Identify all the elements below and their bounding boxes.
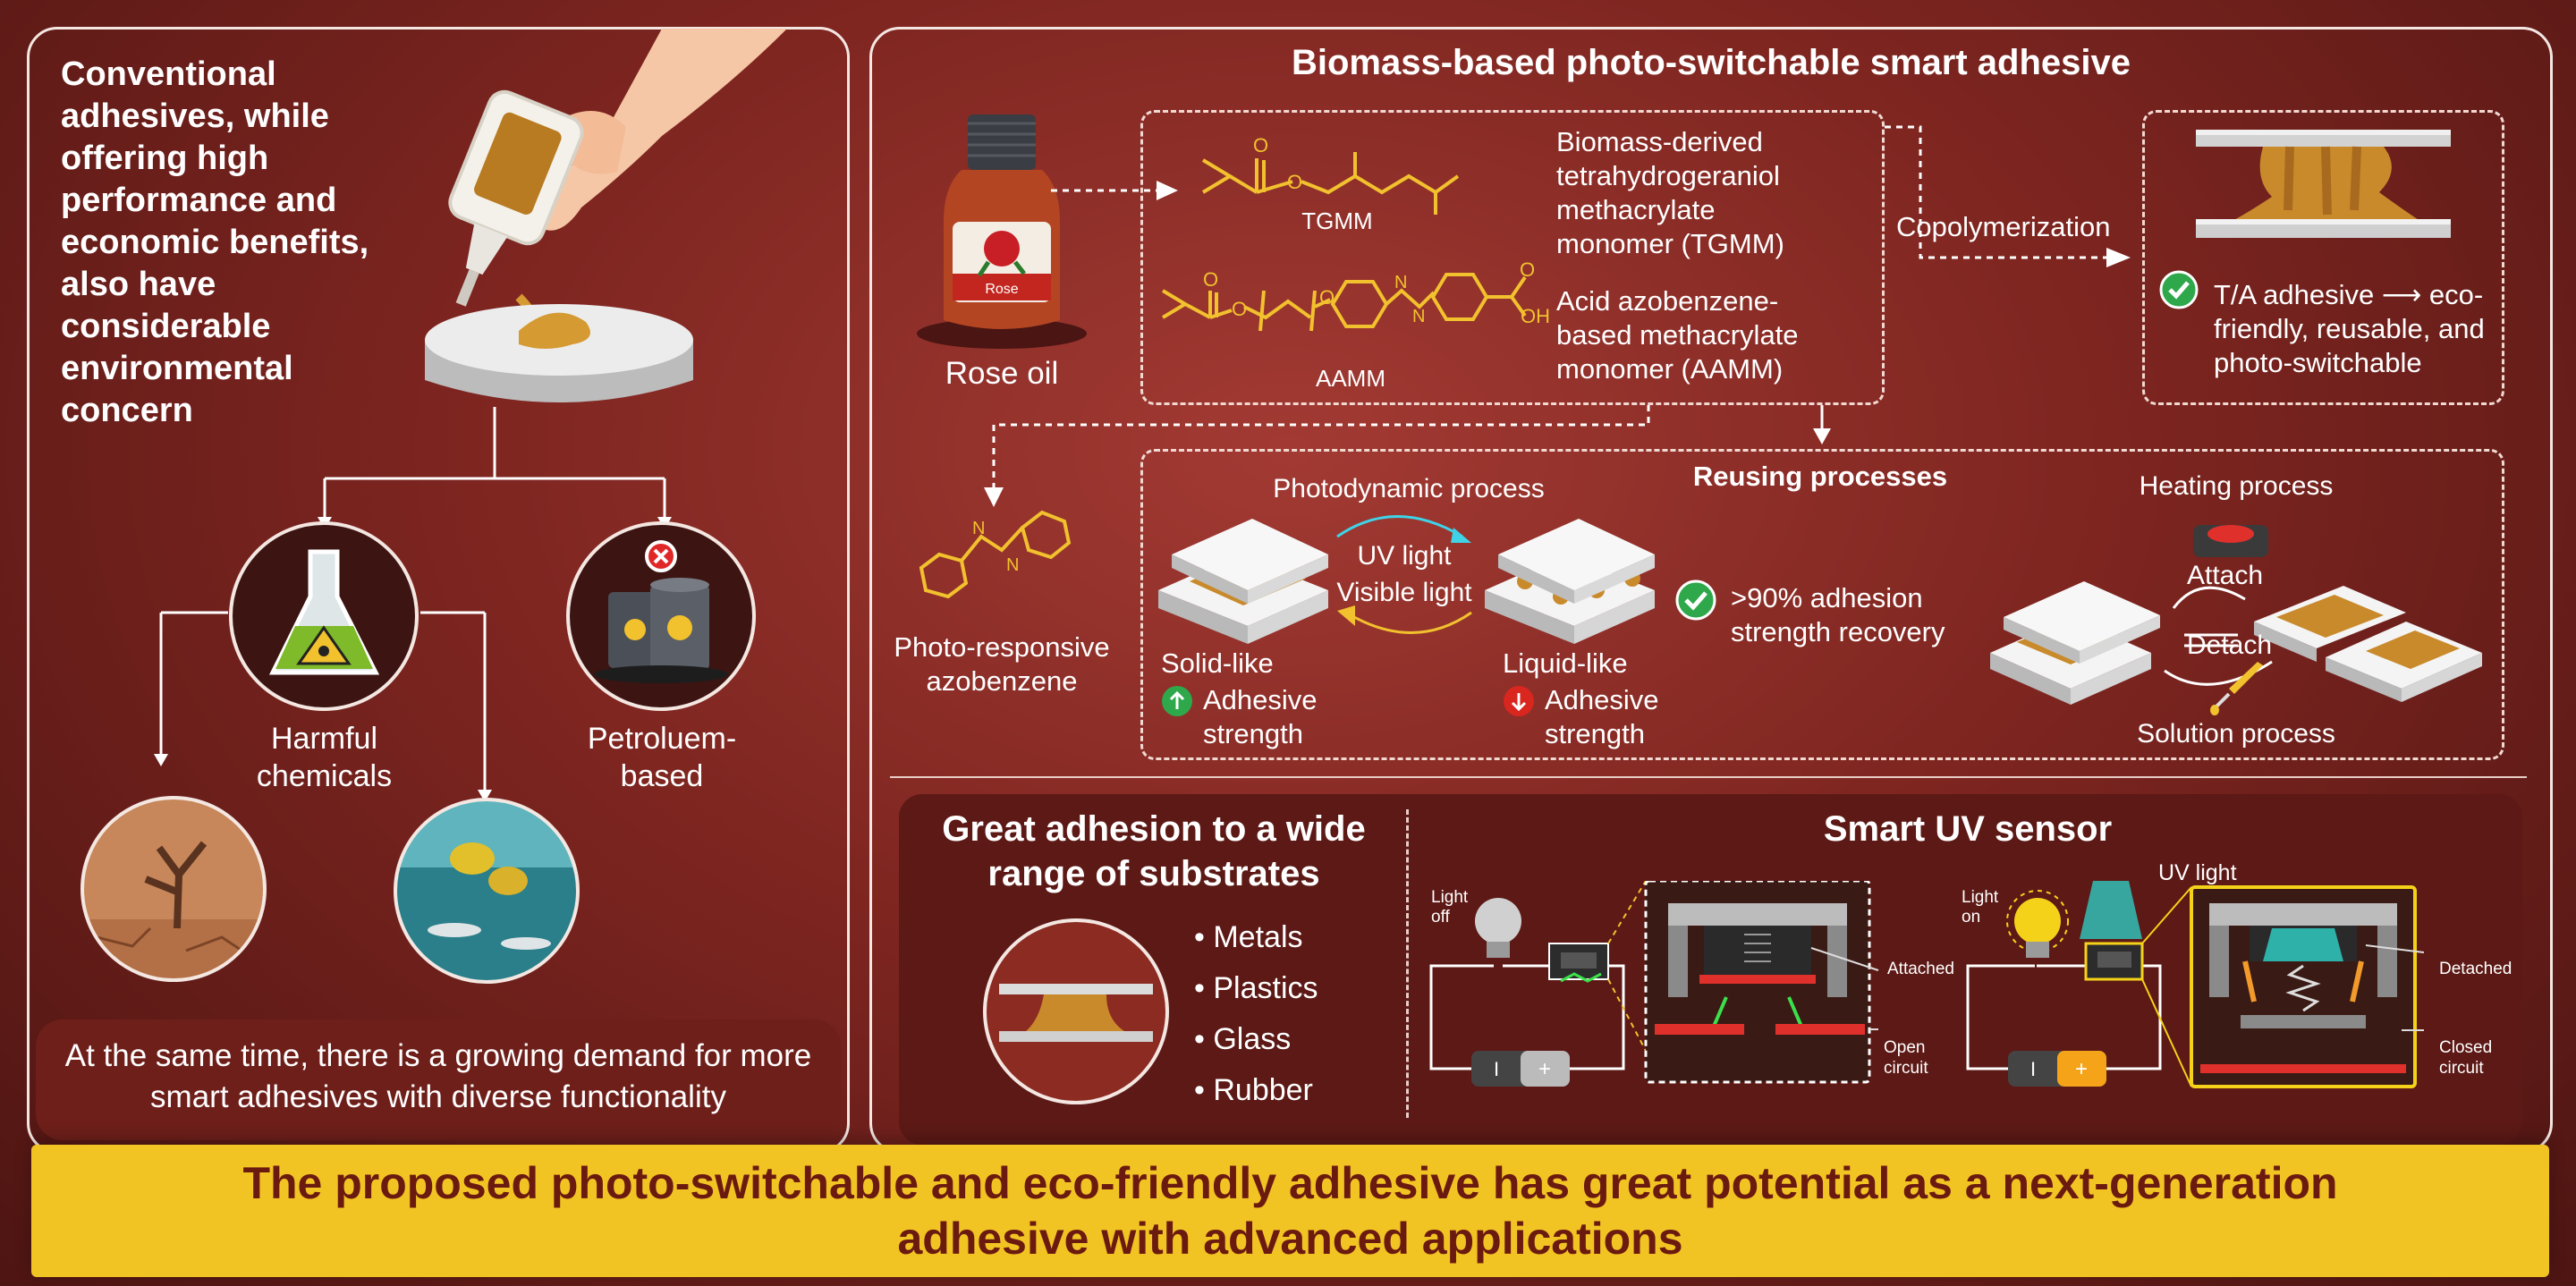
adhesive-plates-illustration [2196,130,2451,238]
reusing-box [1140,449,2504,760]
applications-divider [1406,809,1409,1118]
svg-text:N: N [1412,307,1425,326]
svg-text:N: N [1006,555,1019,575]
liquid-adhesive-strength-label: Adhesive strength [1545,684,1659,749]
conclusion-line-2: adhesive with advanced applications [897,1214,1683,1264]
azobenzene-label: Photo-responsive azobenzene [894,631,1110,697]
harmful-chemicals-flask-icon [229,521,419,711]
tgmm-description: Biomass-derived tetrahydrogeraniol metha… [1556,126,1784,259]
product-box [2142,110,2504,405]
rose-bottle-label: Rose [985,282,1018,297]
petroleum-barrel-icon [566,521,756,711]
polluted-water-icon [394,798,580,984]
photodynamic-label: Photodynamic process [1273,474,1545,503]
demand-text: At the same time, there is a growing dem… [64,1038,812,1114]
solid-adhesive-strength-label: Adhesive strength [1203,684,1318,749]
substrate-list: • Metals • Plastics • Glass • Rubber [1194,912,1318,1116]
conclusion-banner [31,1145,2549,1277]
rose-to-tgmm-arrow [1051,181,1178,200]
recovery-text: >90% adhesion strength recovery [1731,582,1945,647]
ta-check-icon [2159,270,2199,309]
attach-detach-illustration [1990,581,2482,705]
svg-text:I: I [1494,1058,1499,1080]
rose-oil-bottle-icon: Rose [917,114,1087,349]
right-panel-title: Biomass-based photo-switchable smart adh… [1291,43,2131,82]
svg-text:O: O [1287,171,1302,193]
aamm-description: Acid azobenzene-based methacrylate monom… [1556,285,1799,385]
hot-plate-icon [2193,525,2268,557]
liquid-like-plates [1485,519,1655,644]
sensor-circuit-on: I + [1966,881,2425,1088]
reusing-title: Reusing processes [1692,461,1948,492]
recovery-check-icon [1675,580,1716,621]
dead-tree-icon [80,796,267,982]
uv-light-label: UV light [1357,541,1452,571]
svg-text:OH: OH [1521,305,1550,327]
solution-label: Solution process [2137,719,2335,749]
detached-label: Detached [2439,960,2512,978]
sensor-uv-light-label: UV light [2158,860,2237,885]
harmful-chemicals-label: Harmful chemicals [256,722,393,793]
light-off-label: Light off [1431,888,1469,926]
conclusion-line-1: The proposed photo-switchable and eco-fr… [242,1158,2338,1208]
dropper-icon [2210,662,2263,715]
solid-like-plates [1158,519,1328,644]
monomer-to-azobenzene-arrow [984,405,1650,507]
substrate-adhesion-icon [983,918,1169,1104]
rose-oil-label: Rose oil [945,356,1059,391]
adhesion-title: Great adhesion to a wide range of substr… [942,809,1366,893]
petroleum-based-label: Petroluem-based [587,722,737,793]
sensor-title: Smart UV sensor [1823,809,2113,849]
sensor-circuit-off: I + [1429,881,1879,1087]
copolymerization-arrow [1885,125,2131,267]
visible-light-label: Visible light [1336,578,1472,607]
svg-text:+: + [2075,1057,2088,1081]
concern-text: Conventional adhesives, while offering h… [61,55,369,429]
product-to-reuse-arrow [1813,405,1831,444]
liquid-like-label: Liquid-like [1503,647,1628,679]
svg-text:O: O [1232,298,1247,320]
svg-text:N: N [1394,273,1407,292]
svg-text:O: O [1253,134,1268,157]
substrate-item: • Rubber [1194,1073,1313,1107]
substrate-item: • Metals [1194,920,1303,954]
closed-circuit-label: Closed circuit [2439,1038,2493,1078]
substrate-item: • Glass [1194,1022,1292,1056]
substrate-item: • Plastics [1194,971,1318,1005]
svg-text:O: O [1203,268,1218,291]
light-on-label: Light on [1962,888,1999,926]
tgmm-label: TGMM [1301,207,1373,234]
pedestal-illustration [425,304,693,402]
monomer-box [1140,110,1885,405]
aamm-structure: O O O N N O OH [1161,258,1550,332]
attached-label: Attached [1887,960,1954,978]
attach-label: Attach [2187,561,2264,590]
svg-text:O: O [1520,258,1535,281]
demand-box [36,1019,841,1140]
light-cycle-arrows [1336,515,1472,634]
up-arrow-icon [1162,686,1192,716]
heating-label: Heating process [2139,471,2334,501]
right-panel-divider [890,776,2527,778]
ta-adhesive-text: T/A adhesive ⟶ eco-friendly, reusable, a… [2214,279,2485,378]
detach-label: Detach [2187,630,2273,660]
aamm-label: AAMM [1316,365,1385,392]
azobenzene-structure: N N [919,510,1072,599]
open-circuit-label: Open circuit [1884,1038,1928,1078]
svg-text:O: O [1319,286,1335,309]
svg-text:N: N [972,519,985,538]
svg-text:+: + [1538,1057,1551,1081]
svg-text:I: I [2030,1058,2036,1080]
copolymerization-label: Copolymerization [1896,211,2111,242]
solid-like-label: Solid-like [1161,647,1274,679]
tgmm-structure: O O [1201,134,1460,215]
down-arrow-icon [1504,686,1534,716]
